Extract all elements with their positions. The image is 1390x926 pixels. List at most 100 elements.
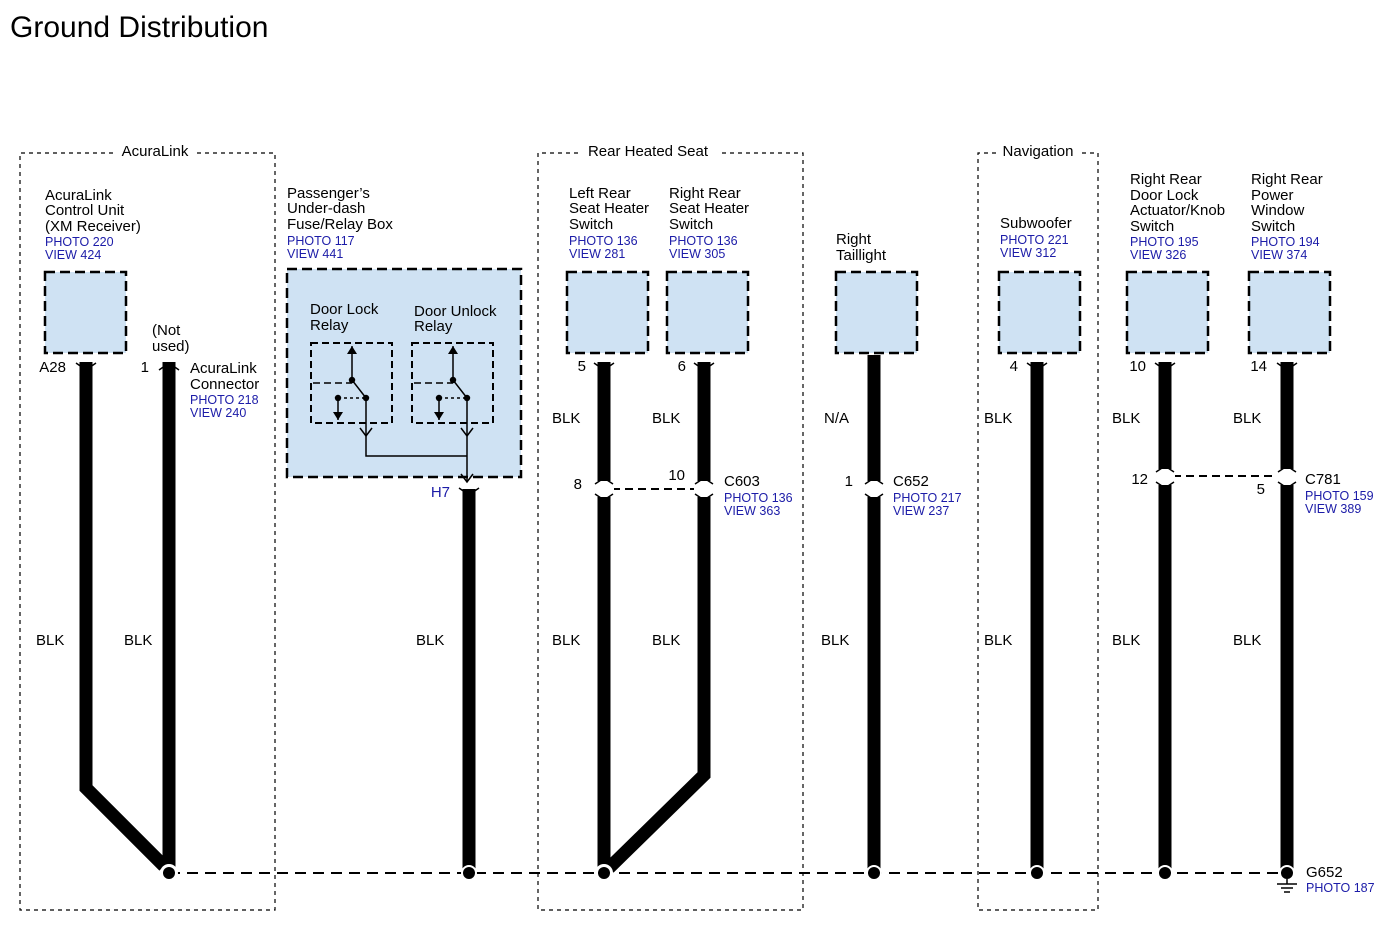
svg-text:AcuraLink: AcuraLink <box>190 360 257 377</box>
svg-text:VIEW 237: VIEW 237 <box>893 504 949 518</box>
svg-text:BLK: BLK <box>1112 632 1140 649</box>
group-navigation: Navigation <box>977 143 1099 911</box>
relay-terminal-marks <box>359 427 474 438</box>
svg-text:1: 1 <box>845 473 853 490</box>
svg-text:Window: Window <box>1251 202 1305 219</box>
ground-symbol-icon <box>1277 879 1297 893</box>
svg-text:PHOTO 194: PHOTO 194 <box>1251 235 1320 249</box>
svg-text:BLK: BLK <box>984 632 1012 649</box>
page-title: Ground Distribution <box>10 11 268 44</box>
power-window-switch-box <box>1247 270 1332 355</box>
svg-text:A28: A28 <box>39 359 66 376</box>
svg-text:10: 10 <box>1129 358 1146 375</box>
svg-text:BLK: BLK <box>984 410 1012 427</box>
svg-text:Right: Right <box>836 231 872 248</box>
relay-output-mark <box>460 473 474 484</box>
svg-text:(Not: (Not <box>152 322 181 339</box>
svg-text:Seat Heater: Seat Heater <box>669 200 749 217</box>
acuralink-connector-label: (Not used) AcuraLink Connector PHOTO 218… <box>152 322 259 420</box>
svg-text:Under-dash: Under-dash <box>287 200 365 217</box>
svg-text:BLK: BLK <box>36 632 64 649</box>
svg-text:12: 12 <box>1131 471 1148 488</box>
svg-text:VIEW 312: VIEW 312 <box>1000 246 1056 260</box>
subwoofer-label: Subwoofer PHOTO 221 VIEW 312 <box>1000 215 1072 260</box>
svg-text:AcuraLink: AcuraLink <box>45 187 112 204</box>
door-unlock-relay-switch-icon <box>414 346 471 482</box>
pin-labels: A28 1 H7 5 6 8 10 1 4 10 12 14 5 <box>39 358 1267 501</box>
svg-text:BLK: BLK <box>416 632 444 649</box>
svg-text:VIEW 441: VIEW 441 <box>287 247 343 261</box>
svg-text:Switch: Switch <box>1130 218 1174 235</box>
svg-text:Switch: Switch <box>1251 218 1295 235</box>
svg-text:PHOTO 136: PHOTO 136 <box>724 491 793 505</box>
svg-text:Right Rear: Right Rear <box>1130 171 1202 188</box>
group-rear-heated-seat: Rear Heated Seat <box>537 143 804 911</box>
svg-text:Fuse/Relay Box: Fuse/Relay Box <box>287 216 393 233</box>
svg-text:PHOTO 195: PHOTO 195 <box>1130 235 1199 249</box>
svg-text:VIEW 305: VIEW 305 <box>669 247 725 261</box>
svg-text:Relay: Relay <box>310 317 349 334</box>
right-taillight-label: Right Taillight <box>836 231 887 264</box>
svg-text:Right Rear: Right Rear <box>669 185 741 202</box>
c652-label: C652 PHOTO 217 VIEW 237 <box>893 473 962 518</box>
left-rear-seat-switch-box <box>565 270 650 355</box>
svg-text:5: 5 <box>578 358 586 375</box>
svg-text:PHOTO 221: PHOTO 221 <box>1000 233 1069 247</box>
svg-text:PHOTO 187: PHOTO 187 <box>1306 881 1375 895</box>
subwoofer-box <box>997 270 1082 355</box>
svg-text:Door Lock: Door Lock <box>1130 187 1199 204</box>
svg-text:6: 6 <box>678 358 686 375</box>
svg-text:Relay: Relay <box>414 318 453 335</box>
svg-text:BLK: BLK <box>821 632 849 649</box>
door-unlock-relay-label: Door Unlock Relay <box>414 303 497 335</box>
svg-text:H7: H7 <box>431 484 450 501</box>
svg-text:used): used) <box>152 338 190 355</box>
svg-text:PHOTO 218: PHOTO 218 <box>190 393 259 407</box>
svg-text:C781: C781 <box>1305 471 1341 488</box>
power-window-switch-label: Right Rear Power Window Switch PHOTO 194… <box>1251 171 1323 262</box>
svg-text:N/A: N/A <box>824 410 849 427</box>
svg-text:4: 4 <box>1010 358 1018 375</box>
svg-text:PHOTO 136: PHOTO 136 <box>669 234 738 248</box>
door-unlock-relay <box>411 342 494 424</box>
svg-text:PHOTO 217: PHOTO 217 <box>893 491 962 505</box>
fuse-relay-box <box>285 267 523 484</box>
svg-text:BLK: BLK <box>652 410 680 427</box>
svg-text:BLK: BLK <box>1233 410 1261 427</box>
svg-text:BLK: BLK <box>552 410 580 427</box>
terminal-marks <box>75 362 1298 496</box>
svg-text:BLK: BLK <box>552 632 580 649</box>
svg-text:BLK: BLK <box>652 632 680 649</box>
svg-text:(XM Receiver): (XM Receiver) <box>45 218 141 235</box>
svg-text:C603: C603 <box>724 473 760 490</box>
svg-text:5: 5 <box>1257 481 1265 498</box>
group-navigation-label: Navigation <box>1003 143 1074 160</box>
svg-text:BLK: BLK <box>1233 632 1261 649</box>
svg-text:VIEW 363: VIEW 363 <box>724 504 780 518</box>
svg-text:PHOTO 159: PHOTO 159 <box>1305 489 1374 503</box>
svg-text:VIEW 240: VIEW 240 <box>190 406 246 420</box>
door-lock-actuator-label: Right Rear Door Lock Actuator/Knob Switc… <box>1130 171 1225 262</box>
svg-text:G652: G652 <box>1306 864 1343 881</box>
svg-text:VIEW 374: VIEW 374 <box>1251 248 1307 262</box>
right-rear-seat-label: Right Rear Seat Heater Switch PHOTO 136 … <box>669 185 749 261</box>
svg-text:C652: C652 <box>893 473 929 490</box>
door-lock-relay-label: Door Lock Relay <box>310 301 379 334</box>
svg-text:8: 8 <box>574 476 582 493</box>
svg-text:VIEW 389: VIEW 389 <box>1305 502 1361 516</box>
svg-text:VIEW 326: VIEW 326 <box>1130 248 1186 262</box>
svg-text:Control Unit: Control Unit <box>45 202 125 219</box>
c603-label: C603 PHOTO 136 VIEW 363 <box>724 473 793 518</box>
left-rear-seat-label: Left Rear Seat Heater Switch PHOTO 136 V… <box>569 185 649 261</box>
svg-text:Left Rear: Left Rear <box>569 185 631 202</box>
ground-dots <box>160 864 1295 882</box>
svg-text:10: 10 <box>668 467 685 484</box>
svg-text:VIEW 281: VIEW 281 <box>569 247 625 261</box>
svg-text:Seat Heater: Seat Heater <box>569 200 649 217</box>
svg-text:BLK: BLK <box>1112 410 1140 427</box>
fuse-box-label: Passenger’s Under-dash Fuse/Relay Box PH… <box>287 185 393 261</box>
svg-text:PHOTO 136: PHOTO 136 <box>569 234 638 248</box>
right-taillight-box <box>834 270 919 355</box>
group-acuralink: AcuraLink <box>19 143 276 911</box>
